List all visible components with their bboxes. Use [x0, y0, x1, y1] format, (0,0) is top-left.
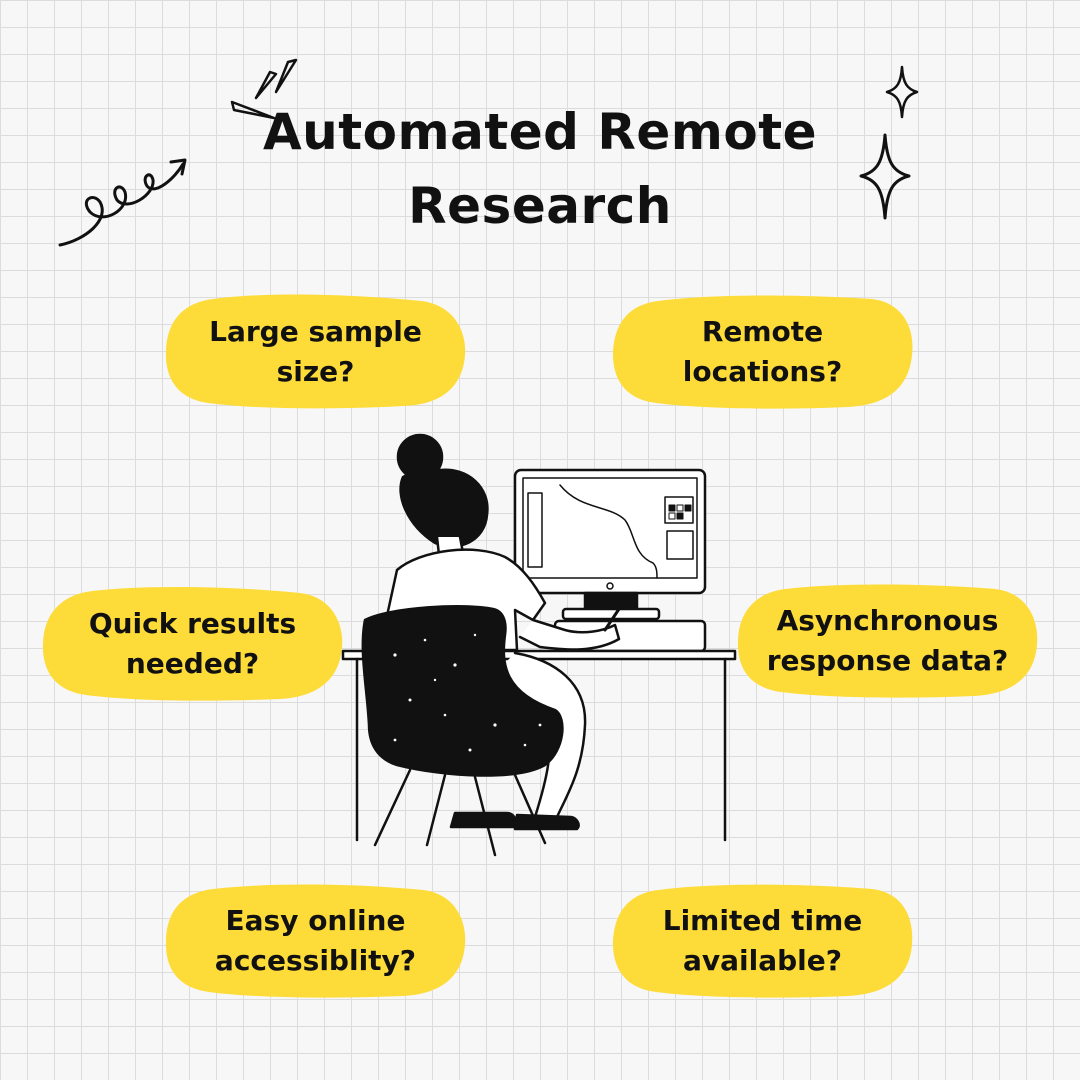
bubble-shape	[165, 884, 466, 998]
bubble-text-line-2: locations?	[682, 354, 843, 388]
woman-at-computer-illustration	[341, 433, 737, 857]
bubble-text-line-1: Asynchronous	[776, 603, 999, 637]
burst-lines-icon	[230, 58, 298, 120]
spiral-arrow-icon	[58, 158, 187, 247]
sparkle-small-icon	[885, 65, 919, 119]
bubble-large-sample-size: Large sample size?	[163, 293, 468, 410]
title-line-2: Research	[408, 177, 672, 235]
bubble-remote-locations: Remote locations?	[610, 293, 915, 410]
bubble-asynchronous-response-data: Asynchronous response data?	[735, 582, 1040, 699]
page-title: Automated Remote Research	[240, 95, 840, 243]
sparkle-icon	[859, 133, 911, 220]
title-line-1: Automated Remote	[262, 103, 818, 161]
bubble-shape	[612, 295, 913, 409]
bubble-shape	[612, 884, 913, 998]
bubble-shape	[165, 294, 466, 409]
bubble-text-line-2: size?	[276, 354, 355, 388]
bubble-limited-time-available: Limited time available?	[610, 882, 915, 999]
bubble-easy-online-accessibility: Easy online accessiblity?	[163, 882, 468, 999]
bubble-text-line-1: Large sample	[209, 314, 422, 348]
bubble-text-line-1: Quick results	[88, 606, 297, 640]
bubble-text-line-1: Remote	[701, 314, 824, 348]
bubble-text-line-2: accessiblity?	[214, 943, 417, 977]
bubble-text-line-1: Easy online	[225, 903, 406, 937]
bubble-text-line-2: available?	[682, 943, 842, 977]
bubble-text-line-1: Limited time	[662, 903, 863, 937]
monitor	[513, 468, 707, 621]
bubble-shape	[42, 586, 343, 701]
bubble-text-line-2: response data?	[766, 643, 1009, 677]
bubble-text-line-2: needed?	[125, 646, 260, 680]
chair	[361, 605, 564, 857]
bubble-shape	[737, 584, 1038, 698]
bubble-quick-results-needed: Quick results needed?	[40, 585, 345, 702]
